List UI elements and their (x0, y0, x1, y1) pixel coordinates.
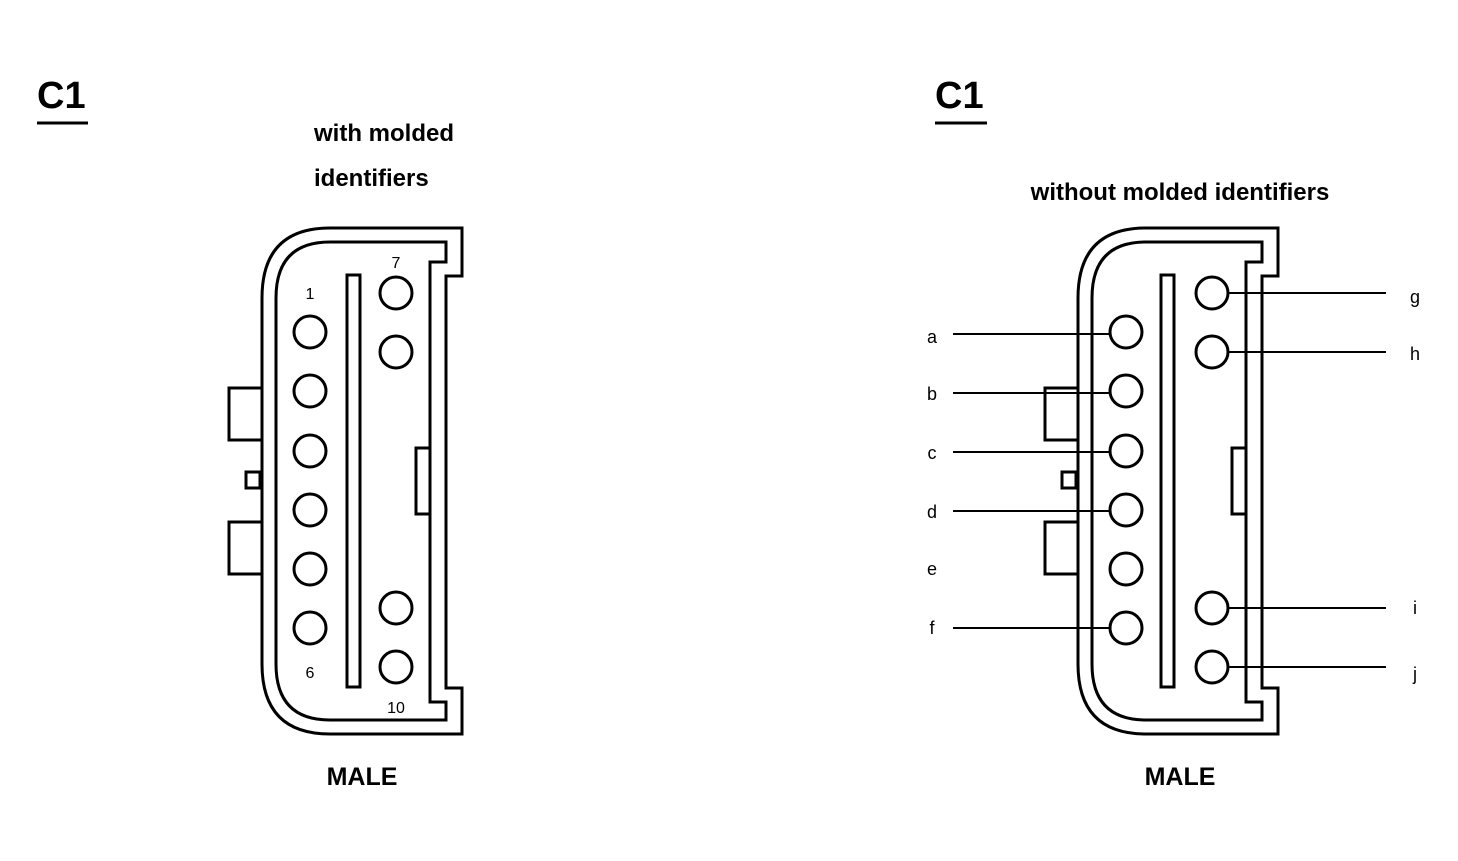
left-connector-body (227, 226, 464, 736)
right-panel-title: C1 (935, 75, 984, 117)
pin-letter-b: b (927, 384, 937, 404)
left-right-rib (414, 446, 432, 516)
left-pin-3 (292, 433, 328, 469)
pin-letter-e: e (927, 559, 937, 579)
left-pin-array (292, 275, 414, 685)
right-pin-f (1108, 610, 1144, 646)
pin-letter-a: a (927, 327, 938, 347)
right-pin-h (1194, 334, 1230, 370)
left-caption-line1: with molded (313, 120, 454, 147)
right-pin-j (1194, 649, 1230, 685)
left-pin-6 (292, 610, 328, 646)
right-pin-c (1108, 433, 1144, 469)
left-pin-7 (378, 275, 414, 311)
left-pin-label-1: 1 (306, 286, 315, 303)
pin-letter-f: f (929, 618, 935, 638)
right-pin-g (1194, 275, 1230, 311)
left-pin-label-10: 10 (387, 700, 405, 717)
left-connector-panel: C1 with molded identifiers 1 (37, 75, 464, 791)
left-pin-10 (378, 649, 414, 685)
right-caption: without molded identifiers (1030, 179, 1330, 206)
right-pin-e (1108, 551, 1144, 587)
right-pin-array (1108, 275, 1230, 685)
right-connector-body (1043, 226, 1280, 736)
pin-letter-i: i (1413, 598, 1417, 618)
right-pin-i (1194, 590, 1230, 626)
left-panel-footer: MALE (327, 763, 398, 791)
right-panel-footer: MALE (1145, 763, 1216, 791)
left-pin-label-7: 7 (392, 255, 401, 272)
right-pin-d (1108, 492, 1144, 528)
right-connector-panel: C1 without molded identifiers (927, 75, 1420, 791)
right-center-divider (1159, 273, 1176, 689)
right-leader-lines (953, 292, 1386, 668)
left-connector-inner-shell (274, 240, 448, 722)
right-right-rib (1230, 446, 1248, 516)
pin-letter-c: c (928, 443, 937, 463)
right-connector-inner-shell (1090, 240, 1264, 722)
pin-letter-h: h (1410, 344, 1420, 364)
left-lower-latch-tab (227, 520, 262, 576)
left-key-notch (244, 470, 262, 490)
left-pin-8 (378, 334, 414, 370)
right-lower-latch-tab (1043, 520, 1078, 576)
left-pin-label-6: 6 (306, 665, 315, 682)
pin-letter-g: g (1410, 287, 1420, 307)
right-key-notch (1060, 470, 1078, 490)
pin-letter-j: j (1412, 664, 1417, 684)
left-center-divider (345, 273, 362, 689)
left-caption-line2: identifiers (314, 165, 429, 192)
left-pin-9 (378, 590, 414, 626)
right-pin-a (1108, 314, 1144, 350)
left-pin-4 (292, 492, 328, 528)
right-pin-b (1108, 373, 1144, 409)
left-connector-outer-shell (260, 226, 464, 736)
left-panel-title: C1 (37, 75, 86, 117)
left-pin-5 (292, 551, 328, 587)
right-connector-outer-shell (1076, 226, 1280, 736)
pin-letter-d: d (927, 502, 937, 522)
left-pin-1 (292, 314, 328, 350)
right-upper-latch-tab (1043, 386, 1078, 442)
left-upper-latch-tab (227, 386, 262, 442)
left-pin-2 (292, 373, 328, 409)
